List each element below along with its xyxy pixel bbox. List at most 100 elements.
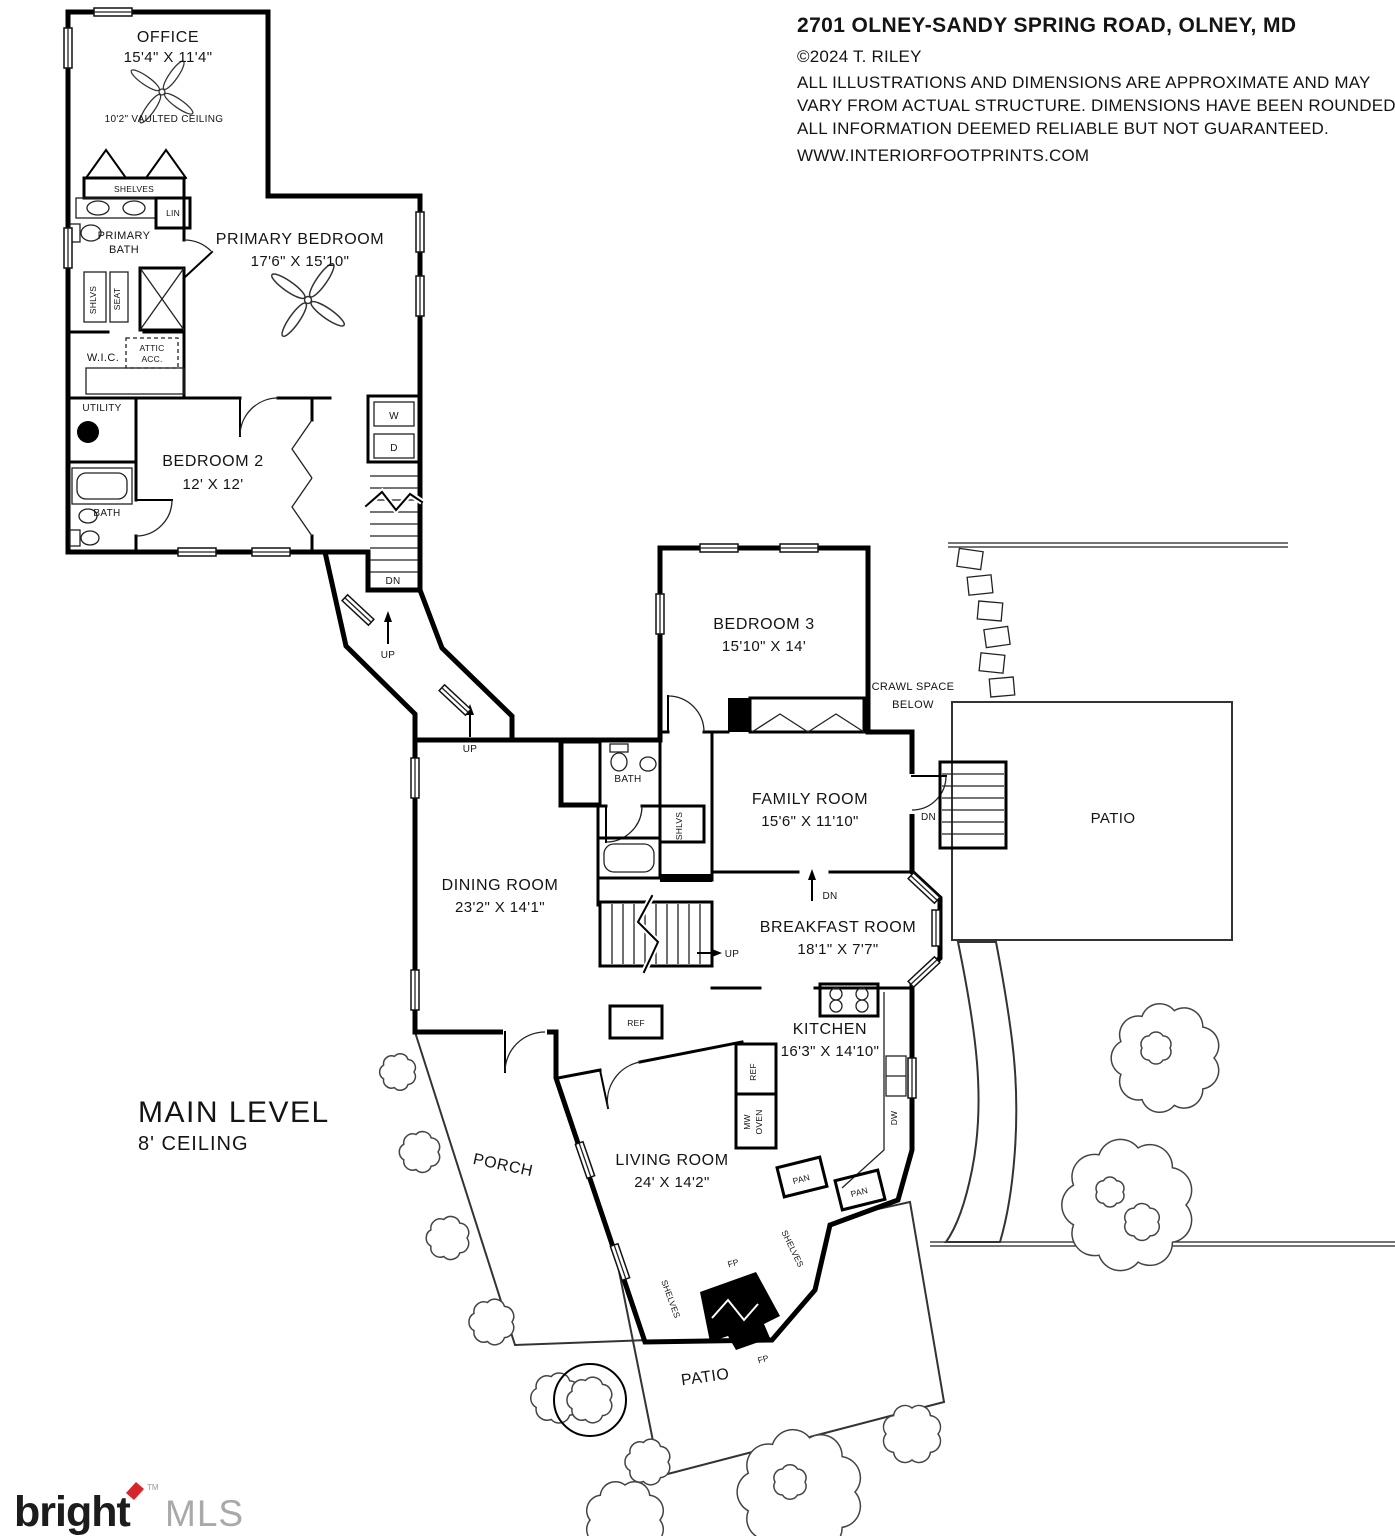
- pantry: [833, 1168, 887, 1212]
- website: WWW.INTERIORFOOTPRINTS.COM: [797, 146, 1089, 165]
- living-room-label: LIVING ROOM: [615, 1152, 728, 1169]
- shelf-unit: [83, 271, 107, 323]
- level-title: MAIN LEVEL: [138, 1096, 330, 1129]
- crawl-space-label-2: BELOW: [892, 699, 934, 711]
- linen-closet: [154, 196, 192, 230]
- stove-icon: [818, 982, 880, 1018]
- logo-roof-icon: [126, 1482, 144, 1500]
- corridor-footprint: [321, 549, 515, 743]
- seat-label: SEAT: [112, 288, 122, 310]
- address: 2701 OLNEY-SANDY SPRING ROAD, OLNEY, MD: [797, 14, 1296, 37]
- bifold-door: [291, 419, 313, 479]
- washer-icon: [373, 401, 415, 427]
- bifold-door: [291, 477, 313, 537]
- porch-label: PORCH: [471, 1151, 534, 1180]
- shelf-closet: [658, 804, 706, 844]
- dryer-icon: [373, 433, 415, 459]
- fp-label-2: FP: [756, 1353, 770, 1366]
- dn-label-patio: DN: [921, 812, 936, 823]
- stairs-dn-patio: [938, 760, 1008, 850]
- disclaimer-line-1: ALL ILLUSTRATIONS AND DIMENSIONS ARE APP…: [797, 73, 1371, 92]
- primary-bedroom-label: PRIMARY BEDROOM: [216, 231, 384, 248]
- attic-label-1: ATTIC: [140, 343, 165, 353]
- pan-label-2: PAN: [850, 1185, 869, 1199]
- property-lines: [930, 542, 1395, 1247]
- bifold-door: [751, 713, 809, 733]
- shrub-icon: [882, 1404, 942, 1464]
- toilet-icon: [609, 743, 629, 753]
- office-ceiling-note: 10'2" VAULTED CEILING: [105, 114, 224, 125]
- walkway: [944, 941, 1018, 1243]
- breakfast-room-label: BREAKFAST ROOM: [760, 919, 917, 936]
- mw-label: MW: [742, 1114, 752, 1130]
- stairs-up-main: [598, 900, 714, 968]
- brightmls-logo: bright TM MLS: [14, 1482, 244, 1536]
- bifold-door: [807, 713, 865, 733]
- shrub-icon: [378, 1053, 417, 1091]
- kitchen-dims: 16'3" X 14'10": [781, 1043, 880, 1060]
- level-ceiling: 8' CEILING: [138, 1133, 249, 1155]
- patio-lower-label: PATIO: [680, 1366, 731, 1390]
- shrub-icon: [468, 1298, 515, 1346]
- dryer-label: D: [390, 443, 398, 454]
- copyright: ©2024 T. RILEY: [797, 47, 922, 66]
- seat-bench: [109, 271, 129, 323]
- pantry: [775, 1155, 829, 1199]
- upper-wing-interior: [66, 58, 424, 573]
- primary-bedroom-dims: 17'6" X 15'10": [251, 253, 350, 270]
- sink-icon: [86, 200, 110, 216]
- crawl-space-label-1: CRAWL SPACE: [872, 681, 955, 693]
- tub-icon: [71, 467, 133, 505]
- disclaimer-line-2: VARY FROM ACTUAL STRUCTURE. DIMENSIONS H…: [797, 96, 1395, 115]
- planter-icon: [553, 1363, 627, 1437]
- primary-bath-label-1: PRIMARY: [98, 230, 151, 242]
- fireplace-icon: [700, 1272, 780, 1350]
- water-heater-icon: [77, 421, 99, 443]
- shrub-icon: [425, 1215, 470, 1261]
- up-label-3: UP: [725, 949, 740, 960]
- windows: [63, 7, 941, 1282]
- refrigerator: [608, 1004, 664, 1040]
- attic-label-2: ACC.: [141, 354, 162, 364]
- logo-brand: bright: [14, 1488, 130, 1536]
- up-label-2: UP: [463, 744, 478, 755]
- patio-upper-slab: [951, 701, 1233, 941]
- shower: [138, 266, 186, 332]
- logo-tm: TM: [147, 1483, 159, 1492]
- disclaimer-line-3: ALL INFORMATION DEEMED RELIABLE BUT NOT …: [797, 119, 1329, 138]
- wic-tile: [85, 367, 185, 395]
- breakfast-room-dims: 18'1" X 7'7": [797, 941, 878, 958]
- family-room-label: FAMILY ROOM: [752, 791, 868, 808]
- kitchen-label: KITCHEN: [793, 1021, 867, 1038]
- landscaping: [378, 1002, 1220, 1536]
- dn-label-breakfast: DN: [822, 891, 837, 902]
- shrub-icon: [398, 1130, 441, 1174]
- toilet-icon: [69, 529, 81, 547]
- labels: OFFICE 15'4" X 11'4" 10'2" VAULTED CEILI…: [82, 29, 1135, 1389]
- up-label-1: UP: [381, 650, 396, 661]
- washer-label: W: [389, 411, 399, 422]
- dining-room-dims: 23'2" X 14'1": [455, 899, 545, 916]
- logo-suffix: MLS: [165, 1493, 244, 1534]
- dn-label-upper: DN: [385, 576, 400, 587]
- header: 2701 OLNEY-SANDY SPRING ROAD, OLNEY, MD …: [797, 14, 1395, 165]
- shower: [560, 740, 602, 806]
- bedroom3-dims: 15'10" X 14': [722, 638, 806, 655]
- living-room-dims: 24' X 14'2": [634, 1174, 710, 1191]
- primary-bath-label-2: BATH: [109, 244, 139, 256]
- family-room-dims: 15'6" X 11'10": [761, 813, 859, 830]
- shrub-icon: [1061, 1138, 1193, 1272]
- ref-label-1: REF: [627, 1018, 645, 1028]
- stepping-stones: [956, 547, 1016, 698]
- shrub-icon: [585, 1480, 665, 1536]
- patio-upper-label: PATIO: [1091, 810, 1136, 827]
- oven-label: OVEN: [754, 1110, 764, 1135]
- bedroom2-label: BEDROOM 2: [162, 453, 263, 470]
- ref-label-2: REF: [748, 1063, 758, 1081]
- microwave-oven: [734, 1092, 778, 1150]
- shrub-icon: [624, 1438, 671, 1486]
- bedroom3-label: BEDROOM 3: [713, 616, 814, 633]
- bath-main-label: BATH: [614, 774, 641, 785]
